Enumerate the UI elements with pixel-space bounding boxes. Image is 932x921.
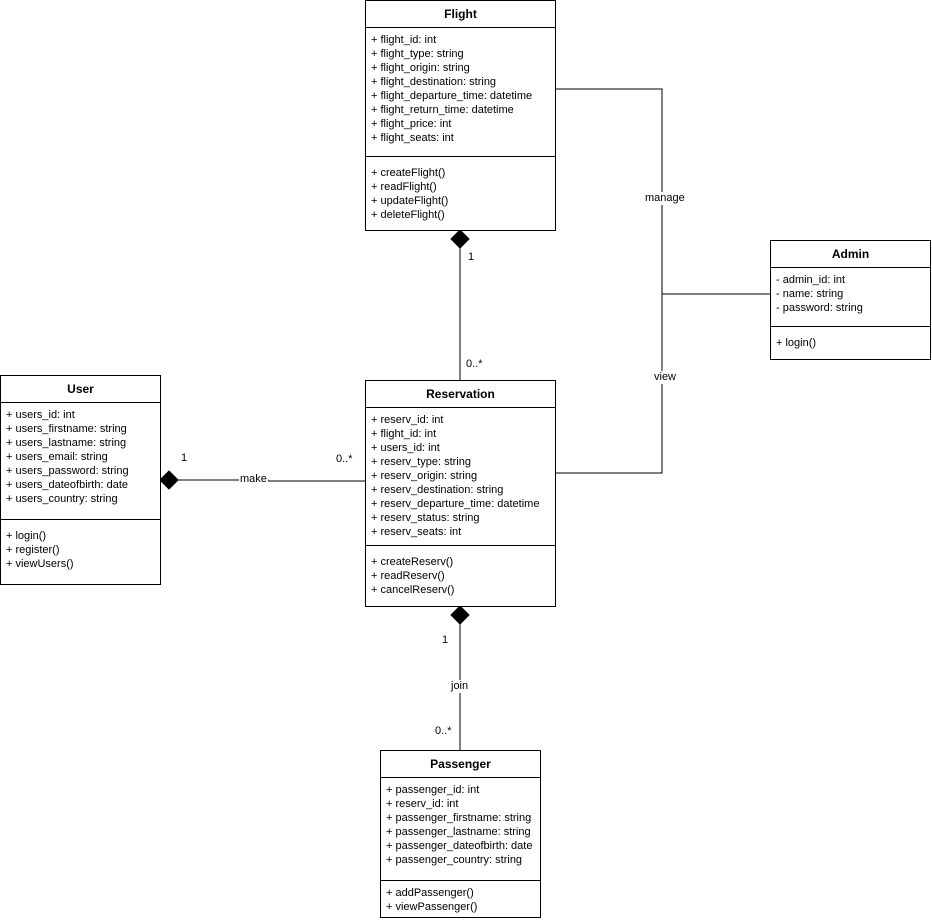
attribute-list: + users_id: int + users_firstname: strin… xyxy=(1,403,160,520)
method: + cancelReserv() xyxy=(371,584,455,596)
class-name: Flight xyxy=(366,1,555,28)
attribute: + users_id: int xyxy=(6,409,75,421)
method: + addPassenger() xyxy=(386,887,474,899)
class-admin[interactable]: Admin - admin_id: int - name: string - p… xyxy=(770,240,931,360)
attribute: - name: string xyxy=(776,288,844,300)
user-composition-diamond xyxy=(159,470,179,490)
method: + updateFlight() xyxy=(371,195,449,207)
relation-label-make: make xyxy=(239,473,268,486)
method: + readFlight() xyxy=(371,181,437,193)
attribute: + users_password: string xyxy=(6,465,129,477)
attribute: + users_email: string xyxy=(6,451,108,463)
attribute: + reserv_departure_time: datetime xyxy=(371,498,540,510)
method-list: + addPassenger() + viewPassenger() xyxy=(381,881,540,918)
attribute: + reserv_destination: string xyxy=(371,484,504,496)
method: + createReserv() xyxy=(371,556,454,568)
relation-label-join: join xyxy=(450,680,470,693)
attribute: + users_country: string xyxy=(6,493,118,505)
attribute: + passenger_lastname: string xyxy=(386,826,531,838)
make-line[interactable] xyxy=(178,479,365,482)
method: + deleteFlight() xyxy=(371,209,445,221)
attribute: - password: string xyxy=(776,302,863,314)
attribute: + users_lastname: string xyxy=(6,437,127,449)
class-name: Passenger xyxy=(381,751,540,778)
attribute: + users_firstname: string xyxy=(6,423,127,435)
attribute: + flight_origin: string xyxy=(371,62,470,74)
class-flight[interactable]: Flight + flight_id: int + flight_type: s… xyxy=(365,0,556,231)
method: + readReserv() xyxy=(371,570,445,582)
attribute: + passenger_id: int xyxy=(386,784,480,796)
attribute: + flight_type: string xyxy=(371,48,464,60)
attribute: + reserv_type: string xyxy=(371,456,471,468)
attribute: + users_id: int xyxy=(371,442,440,454)
method: + login() xyxy=(6,530,47,542)
attribute: + reserv_origin: string xyxy=(371,470,478,482)
attribute: + flight_return_time: datetime xyxy=(371,104,514,116)
class-user[interactable]: User + users_id: int + users_firstname: … xyxy=(0,375,161,585)
class-passenger[interactable]: Passenger + passenger_id: int + reserv_i… xyxy=(380,750,541,918)
multiplicity-passenger-end: 0..* xyxy=(435,725,452,737)
attribute-list: - admin_id: int - name: string - passwor… xyxy=(771,268,930,327)
class-name: User xyxy=(1,376,160,403)
attribute: + passenger_dateofbirth: date xyxy=(386,840,533,852)
multiplicity-flight-end: 1 xyxy=(468,251,475,263)
attribute: + flight_destination: string xyxy=(371,76,497,88)
multiplicity-user-reservation-end: 0..* xyxy=(336,453,353,465)
attribute: + flight_id: int xyxy=(371,428,437,440)
method: + login() xyxy=(776,337,817,349)
view-line[interactable] xyxy=(555,294,663,474)
relation-label-view: view xyxy=(653,371,678,384)
method: + viewUsers() xyxy=(6,558,74,570)
attribute-list: + flight_id: int + flight_type: string +… xyxy=(366,28,555,157)
method-list: + createReserv() + readReserv() + cancel… xyxy=(366,546,555,601)
method-list: + login() xyxy=(771,327,930,354)
multiplicity-flight-reservation-end: 0..* xyxy=(466,358,483,370)
multiplicity-reservation-end: 1 xyxy=(442,634,449,646)
class-reservation[interactable]: Reservation + reserv_id: int + flight_id… xyxy=(365,380,556,607)
method: + createFlight() xyxy=(371,167,446,179)
attribute: + reserv_status: string xyxy=(371,512,480,524)
method: + viewPassenger() xyxy=(386,901,478,913)
attribute: + flight_id: int xyxy=(371,34,437,46)
method-list: + login() + register() + viewUsers() xyxy=(1,520,160,575)
attribute: + users_dateofbirth: date xyxy=(6,479,128,491)
attribute: + flight_departure_time: datetime xyxy=(371,90,533,102)
method-list: + createFlight() + readFlight() + update… xyxy=(366,157,555,226)
flight-composition-diamond xyxy=(450,229,470,249)
attribute: + reserv_id: int xyxy=(386,798,459,810)
class-name: Reservation xyxy=(366,381,555,408)
reservation-composition-diamond xyxy=(450,605,470,625)
attribute: + flight_seats: int xyxy=(371,132,454,144)
attribute-list: + passenger_id: int + reserv_id: int + p… xyxy=(381,778,540,881)
attribute: - admin_id: int xyxy=(776,274,846,286)
attribute: + flight_price: int xyxy=(371,118,452,130)
manage-line[interactable] xyxy=(555,88,770,295)
method: + register() xyxy=(6,544,60,556)
attribute: + reserv_seats: int xyxy=(371,526,462,538)
attribute: + reserv_id: int xyxy=(371,414,444,426)
attribute: + passenger_country: string xyxy=(386,854,523,866)
attribute: + passenger_firstname: string xyxy=(386,812,532,824)
multiplicity-user-end: 1 xyxy=(181,452,188,464)
attribute-list: + reserv_id: int + flight_id: int + user… xyxy=(366,408,555,546)
relation-label-manage: manage xyxy=(644,192,686,205)
class-name: Admin xyxy=(771,241,930,268)
